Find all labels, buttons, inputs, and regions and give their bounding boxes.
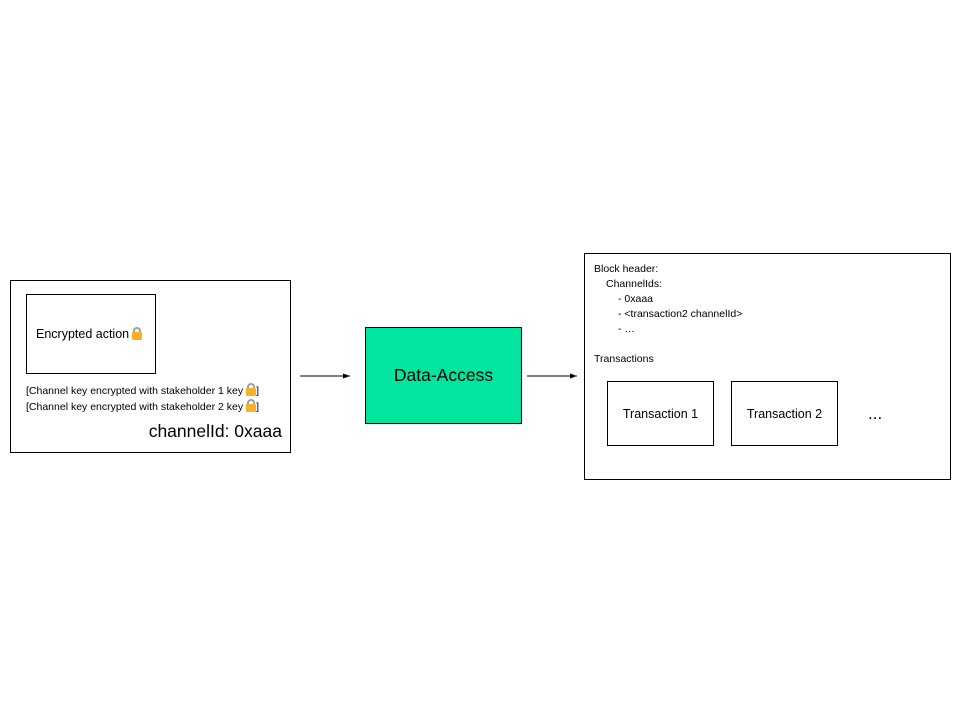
channel-key-line-1: [Channel key encrypted with stakeholder …: [26, 383, 259, 397]
channel-id-item: - <transaction2 channelId>: [618, 308, 743, 320]
data-access-label: Data-Access: [393, 365, 494, 385]
transactions-label: Transactions: [594, 353, 654, 365]
lock-icon: [132, 327, 143, 340]
transaction-box: Transaction 2: [731, 381, 838, 446]
channel-id-item: - …: [618, 323, 635, 335]
encrypted-action-label: Encrypted action: [36, 327, 130, 341]
channel-key-line-1-text: [Channel key encrypted with stakeholder …: [26, 385, 244, 397]
lock-icon: [246, 383, 257, 396]
channel-key-line-2: [Channel key encrypted with stakeholder …: [26, 399, 259, 413]
transaction-label: Transaction 2: [746, 406, 823, 421]
channel-key-line-1-end: ]: [256, 385, 260, 397]
data-access-box: Data-Access: [365, 327, 522, 424]
channel-ids-label: ChannelIds:: [606, 278, 663, 290]
encrypted-action-text: Encrypted action: [36, 327, 143, 341]
channel-key-line-2-text: [Channel key encrypted with stakeholder …: [26, 401, 244, 413]
transaction-box: Transaction 1: [607, 381, 714, 446]
lock-icon: [246, 399, 257, 412]
channel-key-line-2-end: ]: [256, 401, 260, 413]
channel-id-item: - 0xaaa: [618, 293, 654, 305]
channel-id-label: channelId: 0xaaa: [148, 421, 282, 441]
more-transactions-ellipsis: ...: [868, 404, 883, 423]
block-header-label: Block header:: [594, 263, 659, 275]
transaction-label: Transaction 1: [622, 406, 699, 421]
